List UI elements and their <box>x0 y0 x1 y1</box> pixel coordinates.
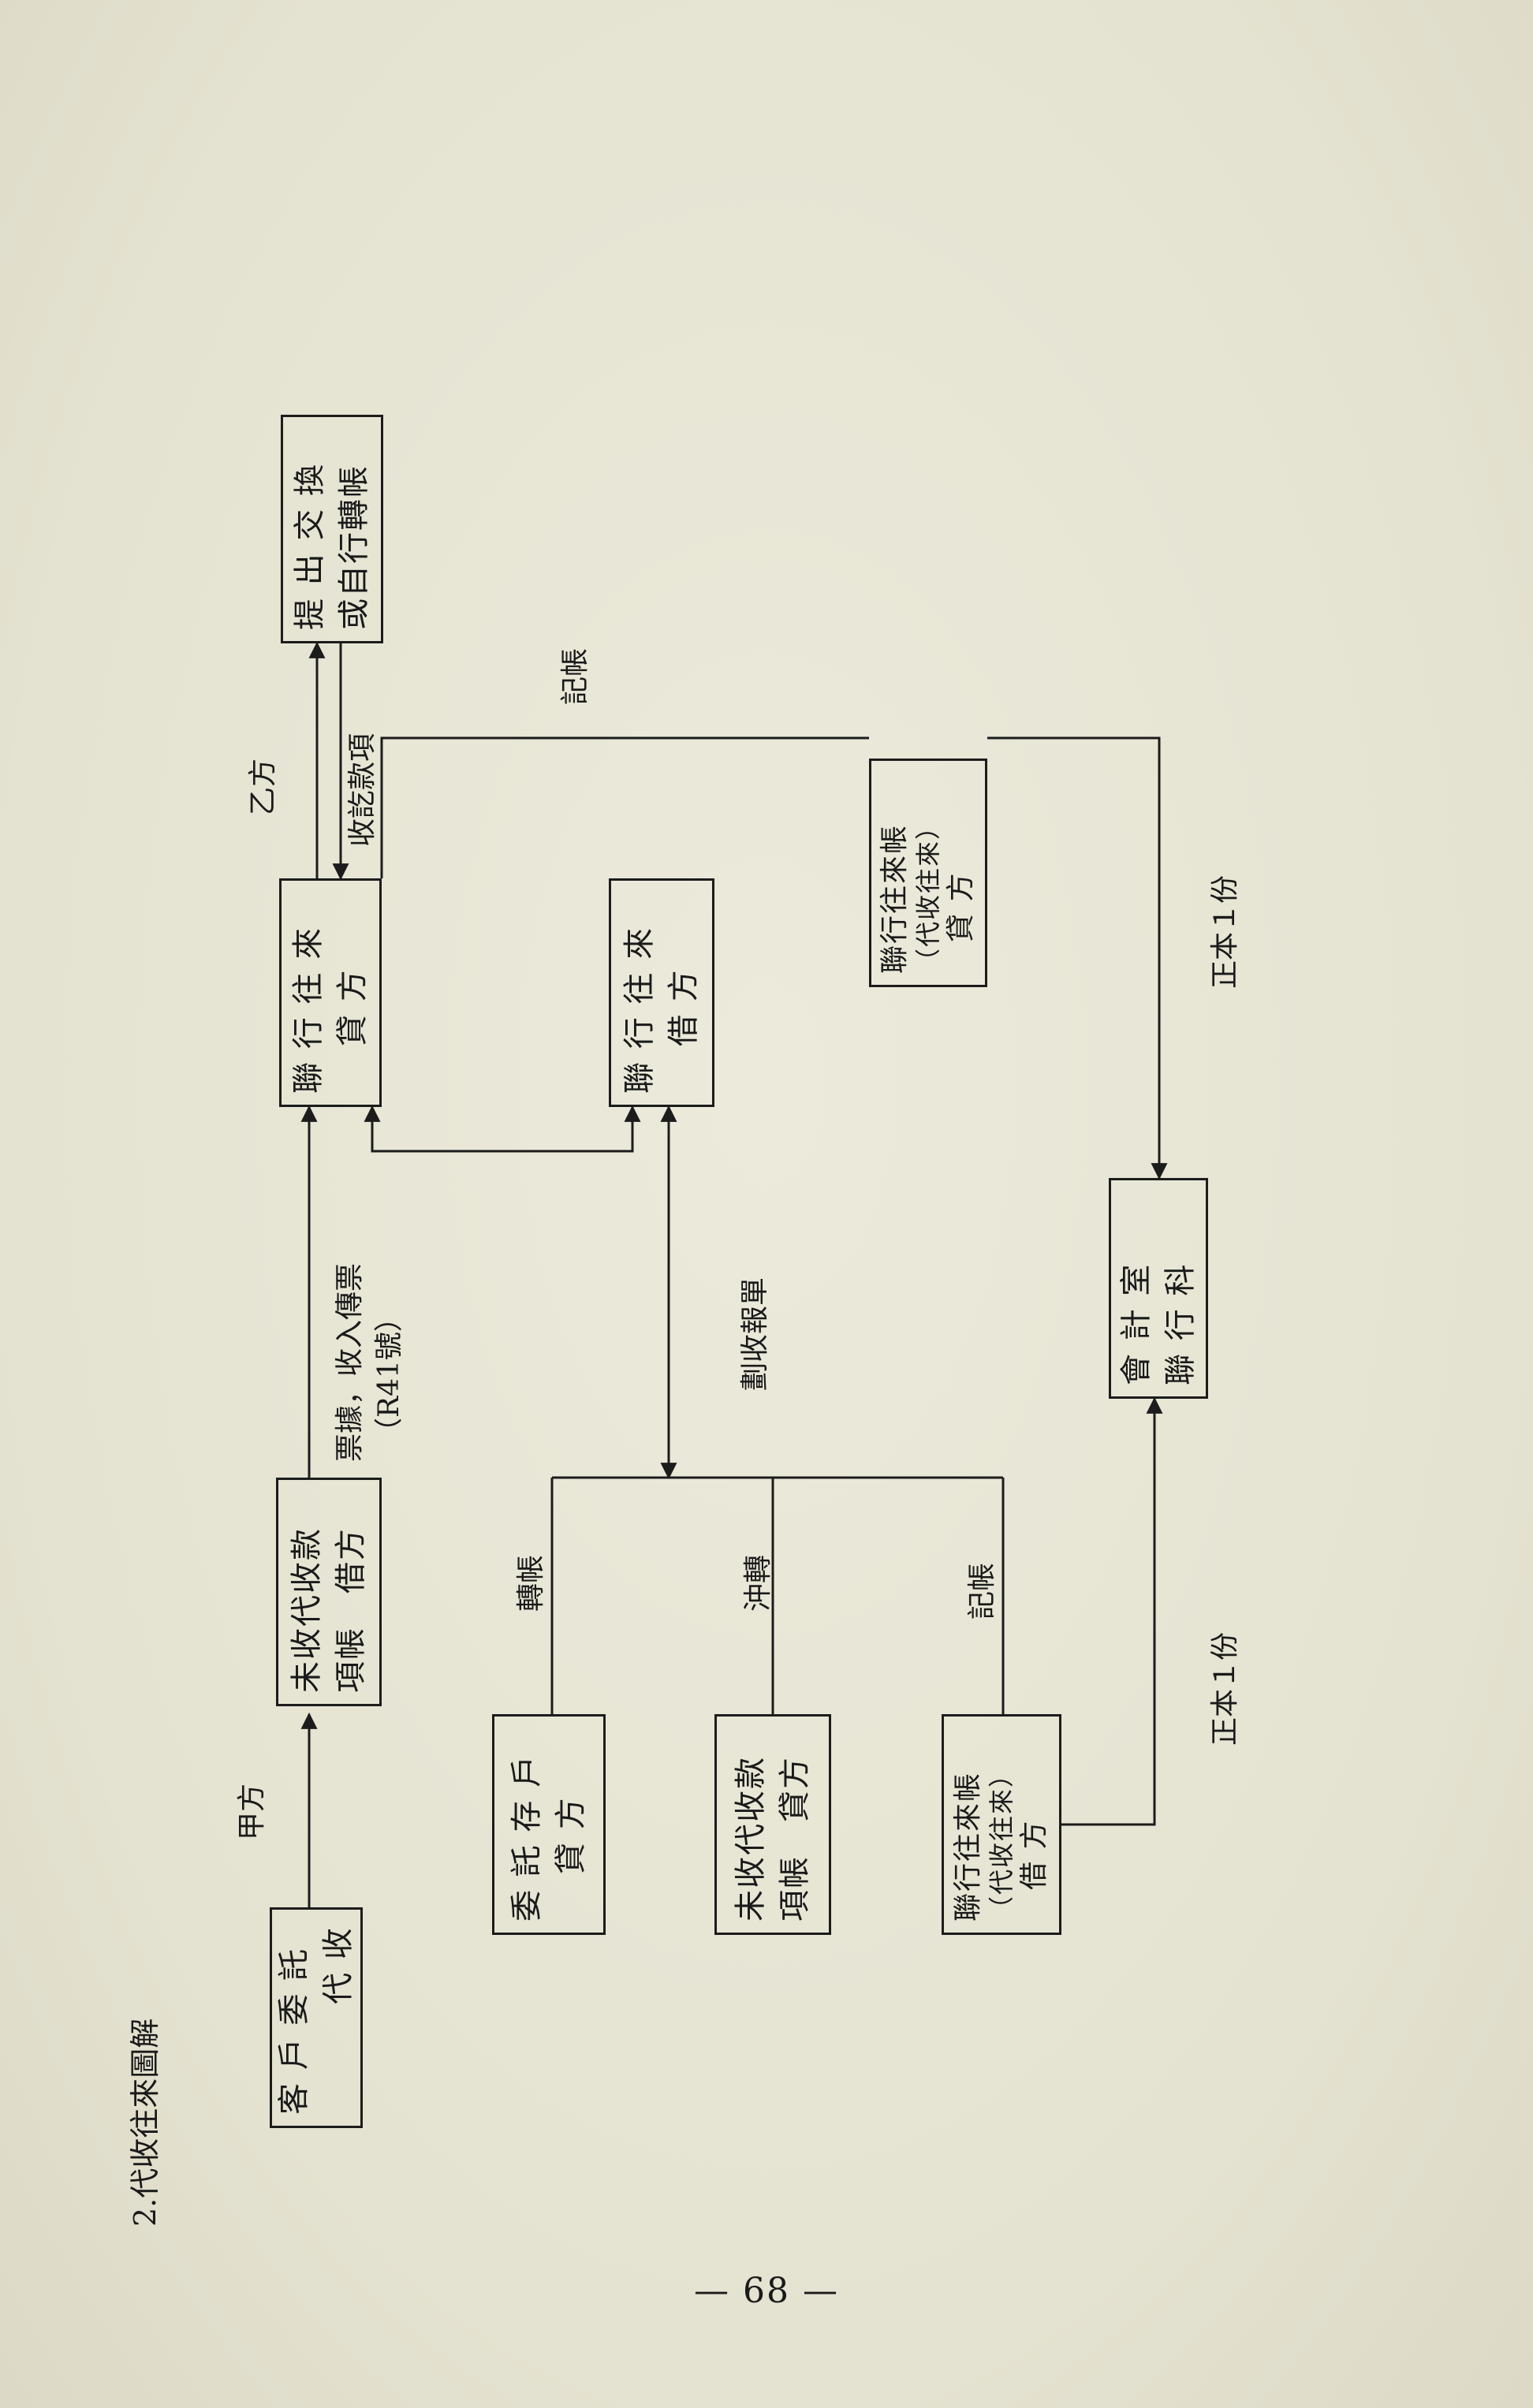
box-text: 未收代收款 <box>733 1756 769 1922</box>
edge-label-ticket-no: （R41號） <box>373 1303 405 1446</box>
box-text: 聯 行 科 <box>1162 1262 1199 1385</box>
box-text: 項帳 貸方 <box>777 1756 813 1922</box>
box-text: 提 出 交 換 <box>292 462 328 630</box>
box-text: （代收往來） <box>987 1760 1016 1922</box>
party-label-jia: 甲方 <box>236 1783 268 1840</box>
edge-collect-credit-to-accounting <box>987 736 1168 1180</box>
box-text: 貸 方 <box>945 871 977 942</box>
box-text: 聯行往來帳 <box>952 1771 984 1922</box>
box-exchange-transfer: 提 出 交 換 或自行轉帳 <box>281 415 383 643</box>
box-text: 貸 方 <box>334 968 371 1046</box>
edge-credit-debit-link <box>364 1105 641 1153</box>
edge-label-record-top: 記帳 <box>559 647 591 705</box>
box-text: 貸 方 <box>553 1796 589 1874</box>
box-interbank-debit: 聯 行 往 來 借 方 <box>609 878 714 1107</box>
box-text: 未收代收款 <box>289 1527 325 1693</box>
box-text: 客 戶 委 託 <box>276 1947 312 2115</box>
box-client-deposit: 委 託 存 戶 貸 方 <box>492 1714 606 1935</box>
box-text: 或自行轉帳 <box>336 464 372 630</box>
box-pending-debit: 未收代收款 項帳 借方 <box>276 1478 382 1706</box>
box-text: 聯 行 往 來 <box>290 926 326 1094</box>
edge-label-ticket: 票據，收入傳票 <box>334 1262 366 1462</box>
edge-collect-credit-to-credit <box>380 736 869 878</box>
page-number: — 68 — <box>694 2271 839 2311</box>
party-label-yi: 乙方 <box>247 758 279 815</box>
box-text: 借 方 <box>1018 1819 1050 1890</box>
box-text: （代收往來） <box>913 812 943 974</box>
box-text: 會 計 室 <box>1118 1262 1154 1385</box>
edge-label-collected: 收訖款項 <box>346 732 379 847</box>
box-interbank-credit: 聯 行 往 來 貸 方 <box>279 878 382 1107</box>
edge-label-offset: 沖轉 <box>742 1554 774 1612</box>
box-text: 代 收 <box>320 1926 356 2004</box>
edge-label-report: 劃收報單 <box>739 1277 771 1391</box>
box-interbank-collect-debit: 聯行往來帳 （代收往來） 借 方 <box>942 1714 1061 1935</box>
box-pending-credit: 未收代收款 項帳 貸方 <box>714 1714 831 1935</box>
box-text: 聯行往來帳 <box>878 823 911 974</box>
edge-collect-debit-to-accounting <box>1061 1396 1163 1826</box>
box-text: 聯 行 往 來 <box>621 926 658 1094</box>
edge-label-transfer: 轉帳 <box>515 1554 547 1612</box>
box-client-commission: 客 戶 委 託 代 收 <box>270 1907 363 2128</box>
edge-label-record-bottom: 記帳 <box>966 1562 998 1620</box>
box-accounting-office: 會 計 室 聯 行 科 <box>1109 1178 1208 1399</box>
diagram-title: 2.代收往來圖解 <box>128 2018 162 2227</box>
box-interbank-collect-credit: 聯行往來帳 （代收往來） 貸 方 <box>869 759 987 987</box>
box-text: 借 方 <box>666 968 702 1046</box>
edge-label-copy-top: 正本１份 <box>1209 874 1241 989</box>
box-text: 委 託 存 戶 <box>509 1754 545 1922</box>
edge-label-copy-bottom: 正本１份 <box>1209 1631 1241 1746</box>
box-text: 項帳 借方 <box>333 1527 369 1693</box>
